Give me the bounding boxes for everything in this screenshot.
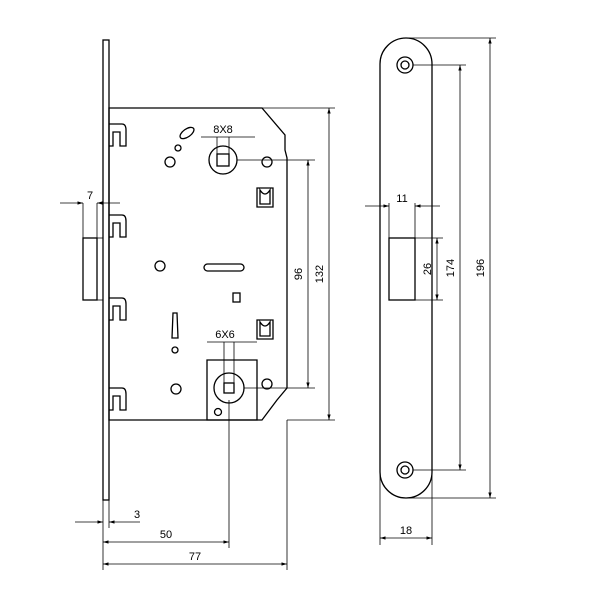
lock-case — [108, 107, 288, 421]
dim-label-196: 196 — [475, 259, 487, 277]
dim-label-8x8: 8X8 — [213, 124, 233, 136]
latch-opening-front — [388, 237, 416, 301]
guide-top — [256, 187, 274, 208]
dim-label-26: 26 — [422, 263, 434, 275]
center-slot — [203, 263, 245, 272]
dim-label-18: 18 — [400, 525, 412, 537]
mounting-tabs — [109, 123, 127, 411]
dim-label-132: 132 — [314, 265, 326, 283]
faceplate-side — [102, 39, 110, 501]
dim-label-6x6: 6X6 — [215, 329, 235, 341]
lock-side-view — [82, 39, 288, 501]
dimension-labels: 7 8X8 96 132 6X6 3 50 77 11 26 174 196 1… — [87, 124, 487, 563]
lever-pin — [171, 312, 179, 339]
dim-label-77: 77 — [189, 551, 201, 563]
spindle-hub — [201, 136, 255, 175]
dimension-lines — [60, 37, 496, 570]
dim-label-11: 11 — [396, 193, 407, 205]
cylinder-housing — [206, 341, 258, 421]
screw-top — [396, 56, 414, 74]
latch-bolt-side — [82, 237, 98, 301]
rivet-holes — [154, 126, 273, 417]
dim-label-7: 7 — [87, 190, 93, 202]
dim-label-50: 50 — [160, 529, 172, 541]
small-square — [232, 292, 241, 303]
dim-label-96: 96 — [293, 268, 305, 280]
dim-label-3: 3 — [134, 509, 140, 521]
screw-bottom — [396, 461, 414, 479]
guide-bottom — [256, 319, 274, 340]
dim-label-174: 174 — [445, 259, 457, 277]
